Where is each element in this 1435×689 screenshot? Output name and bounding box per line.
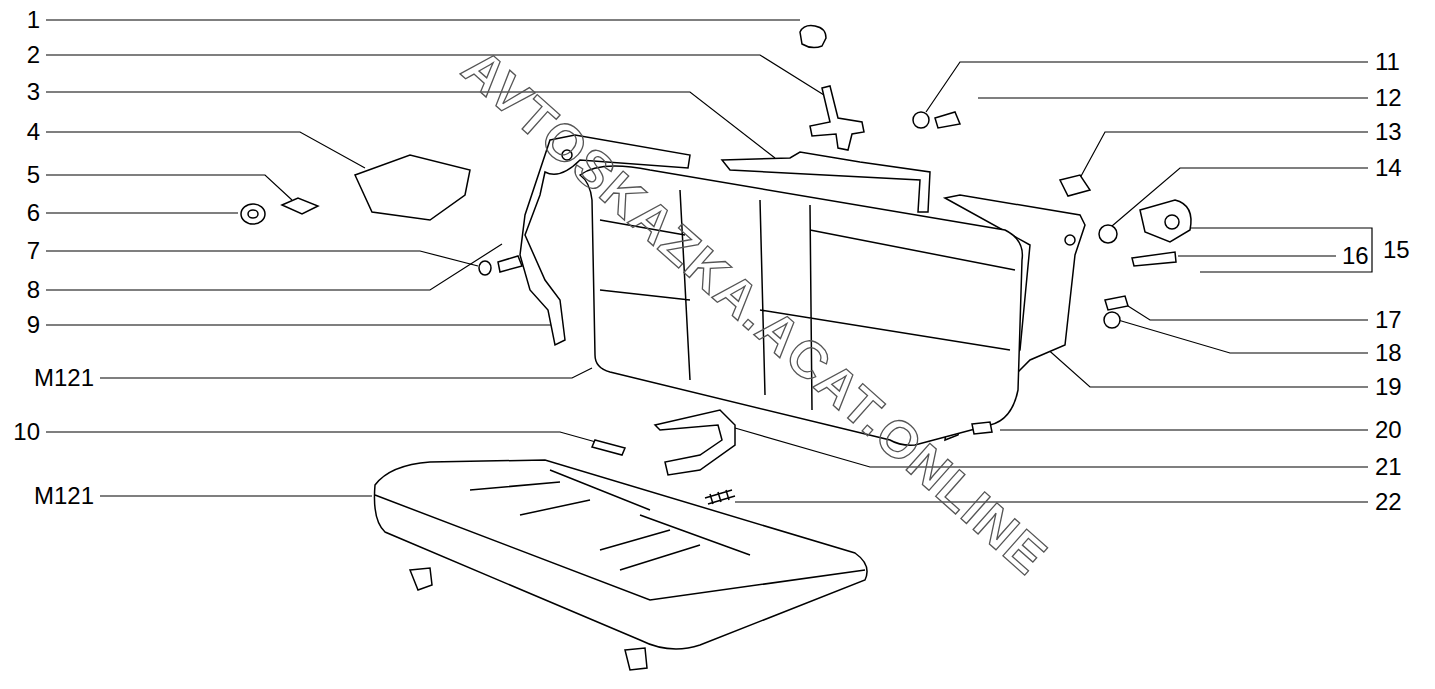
callout-number: 11 xyxy=(1375,50,1400,74)
callout-number: 18 xyxy=(1375,341,1402,365)
callout-number: M121 xyxy=(34,366,94,390)
callout-number: 13 xyxy=(1375,120,1402,144)
callout-number: 1 xyxy=(27,8,40,32)
callout-number: 17 xyxy=(1375,308,1402,332)
callout-number: 4 xyxy=(27,120,40,144)
callout-number: 22 xyxy=(1375,490,1402,514)
callout-number: 19 xyxy=(1375,375,1402,399)
callout-number: 7 xyxy=(27,239,40,263)
callout-number: 5 xyxy=(27,163,40,187)
callout-number: 6 xyxy=(27,201,40,225)
callout-number: 10 xyxy=(13,420,40,444)
callout-number: 9 xyxy=(27,313,40,337)
callout-number: 16 xyxy=(1342,244,1369,268)
callout-number: 20 xyxy=(1375,418,1402,442)
callout-number: 12 xyxy=(1375,86,1402,110)
callout-number: 14 xyxy=(1375,156,1402,180)
callout-number: 3 xyxy=(27,80,40,104)
callout-number: 8 xyxy=(27,278,40,302)
callout-number: 21 xyxy=(1375,455,1402,479)
callout-number: M121 xyxy=(34,484,94,508)
callout-number: 15 xyxy=(1383,238,1410,262)
callout-number: 2 xyxy=(27,43,40,67)
